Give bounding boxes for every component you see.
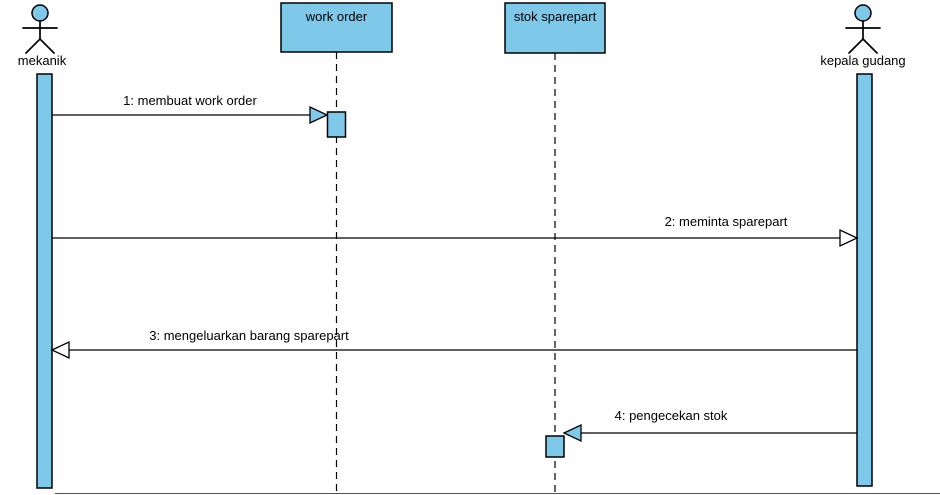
arrowhead-left-icon xyxy=(562,423,582,443)
person-icon xyxy=(22,4,58,54)
message-1-label: 1: membuat work order xyxy=(123,93,257,108)
activation-bar-mekanik[interactable] xyxy=(36,73,53,489)
object-work-order-label: work order xyxy=(305,9,368,24)
actor-mekanik-label: mekanik xyxy=(18,53,67,68)
actor-kepala-gudang[interactable]: kepala gudang xyxy=(820,4,906,68)
activation-work-order[interactable] xyxy=(326,111,347,138)
activation-stok-sparepart[interactable] xyxy=(545,435,565,458)
message-2-label: 2: meminta sparepart xyxy=(665,214,788,229)
message-2-meminta-sparepart[interactable]: 2: meminta sparepart xyxy=(52,214,859,248)
message-4-label: 4: pengecekan stok xyxy=(615,408,728,423)
actor-kepala-gudang-label: kepala gudang xyxy=(820,53,905,68)
object-work-order[interactable]: work order xyxy=(280,2,393,53)
message-4-pengecekan-stok[interactable]: 4: pengecekan stok xyxy=(562,408,857,443)
arrowhead-right-icon xyxy=(839,228,859,248)
actor-mekanik[interactable]: mekanik xyxy=(18,4,67,68)
message-3-mengeluarkan-barang-sparepart[interactable]: 3: mengeluarkan barang sparepart xyxy=(50,328,857,360)
arrowhead-left-icon xyxy=(50,340,70,360)
message-3-label: 3: mengeluarkan barang sparepart xyxy=(149,328,349,343)
object-stok-sparepart-label: stok sparepart xyxy=(514,9,597,24)
arrowhead-right-icon xyxy=(309,105,329,125)
message-1-membuat-work-order[interactable]: 1: membuat work order xyxy=(52,93,329,125)
person-icon xyxy=(845,4,881,54)
object-stok-sparepart[interactable]: stok sparepart xyxy=(504,2,606,54)
activation-bar-kepala-gudang[interactable] xyxy=(856,73,873,487)
